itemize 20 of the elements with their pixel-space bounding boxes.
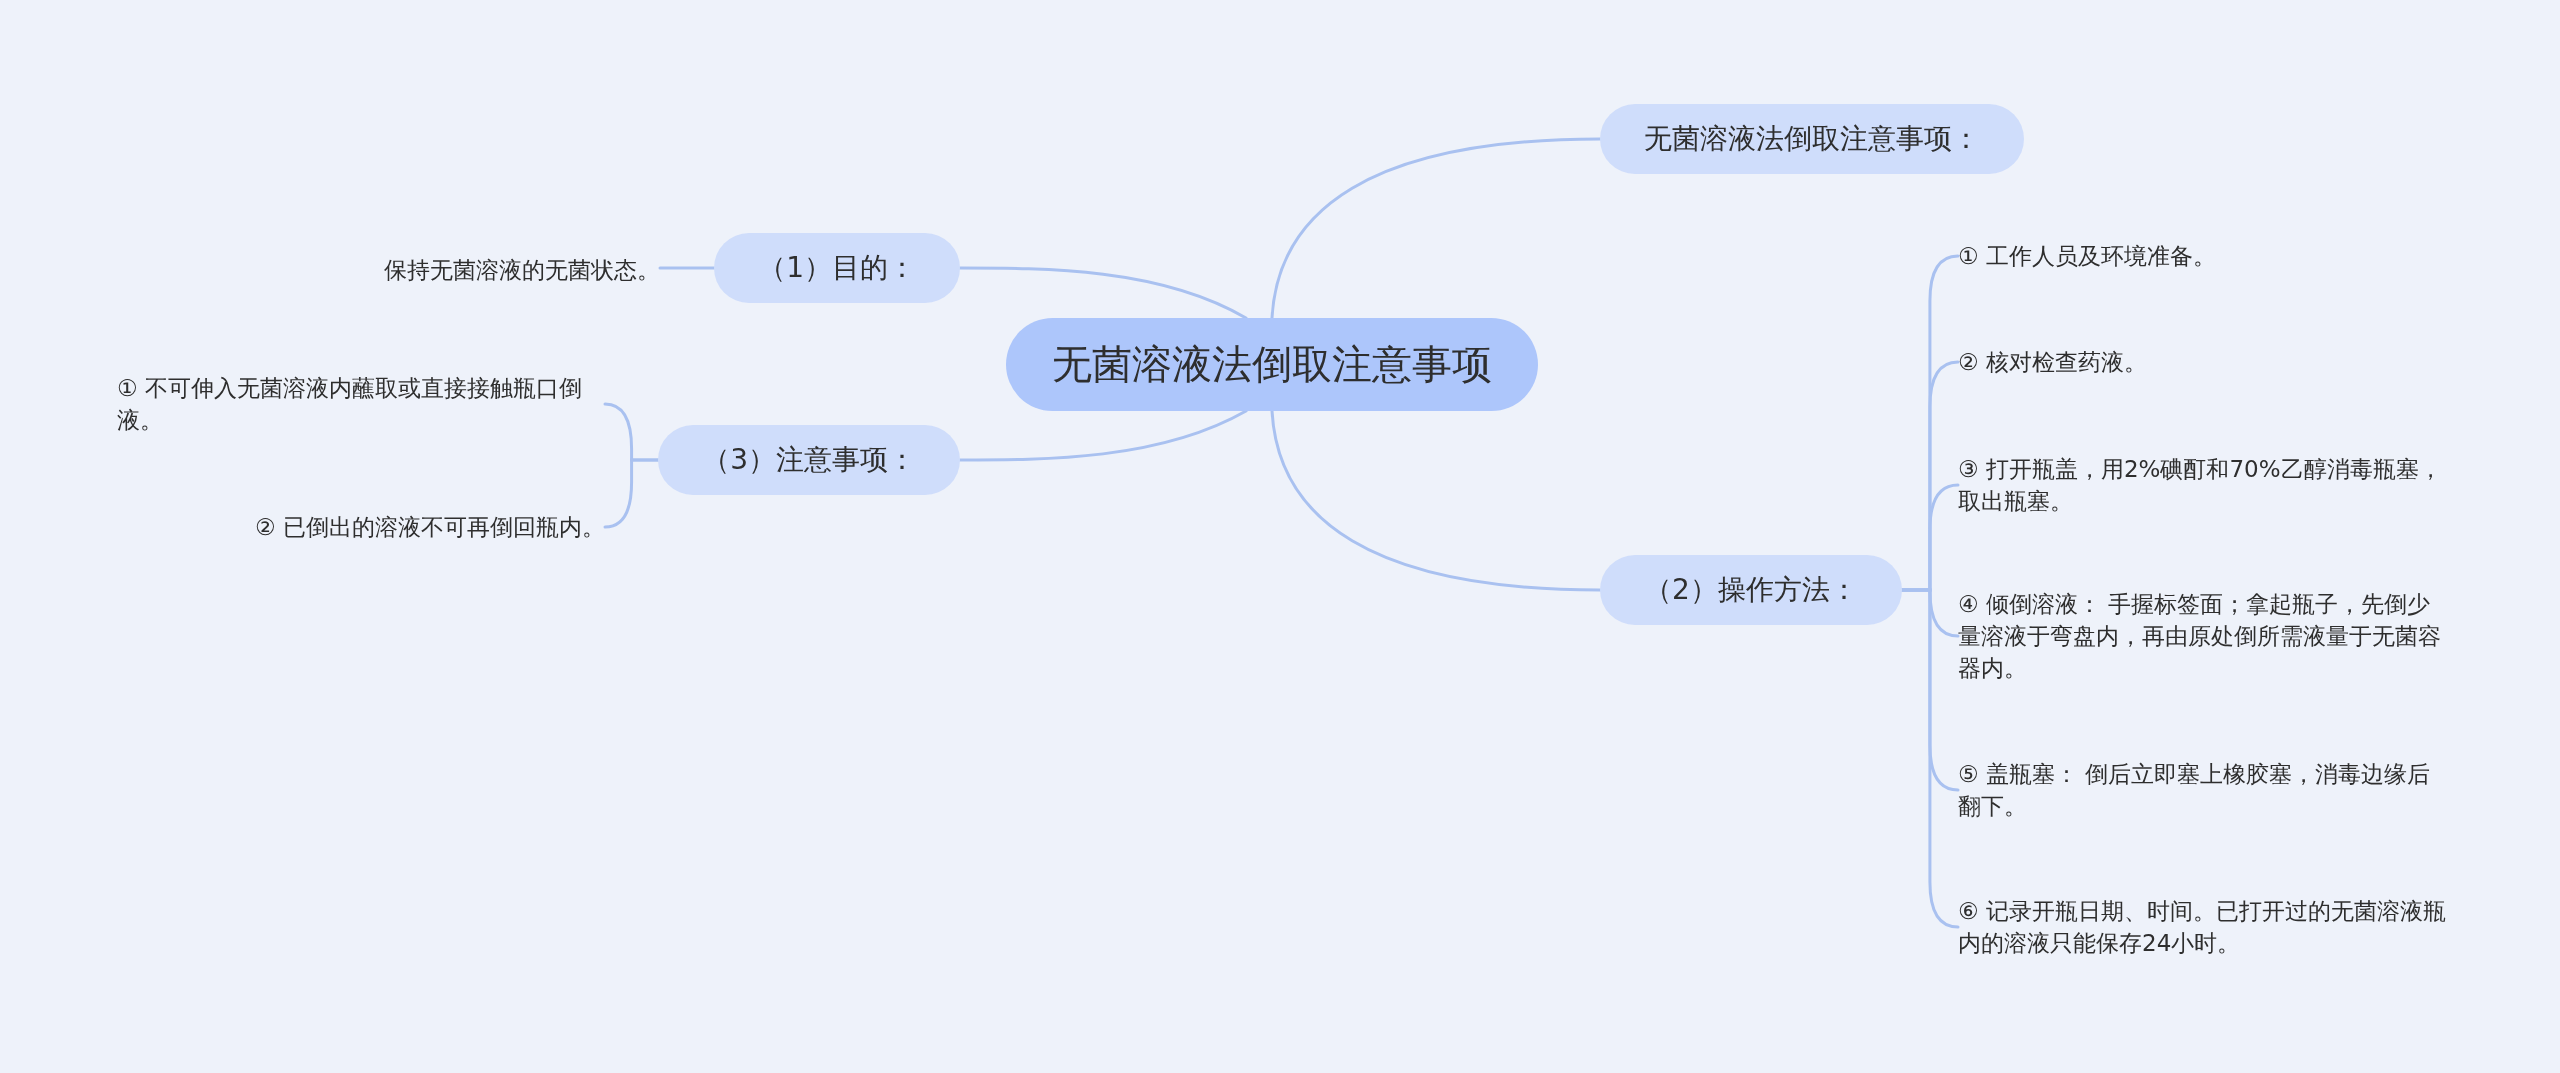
topic-pill: 无菌溶液法倒取注意事项： (1600, 104, 2024, 174)
branch-line (603, 458, 660, 529)
branch-line (958, 266, 1248, 320)
note-text: ③ 打开瓶盖，用2%碘酊和70%乙醇消毒瓶塞，取出瓶塞。 (1958, 453, 2446, 517)
note-text: 保持无菌溶液的无菌状态。 (384, 254, 660, 286)
branch-line (1270, 137, 1602, 320)
branch-line (958, 409, 1248, 462)
note-text: ⑥ 记录开瓶日期、时间。已打开过的无菌溶液瓶内的溶液只能保存24小时。 (1958, 895, 2446, 959)
note-text: ① 不可伸入无菌溶液内蘸取或直接接触瓶口倒液。 (117, 372, 605, 436)
note-text: ② 核对检查药液。 (1958, 346, 2147, 378)
note-text: ② 已倒出的溶液不可再倒回瓶内。 (255, 511, 605, 543)
topic-pill: （1）目的： (714, 233, 960, 303)
branch-line (1270, 409, 1602, 592)
note-text: ⑤ 盖瓶塞： 倒后立即塞上橡胶塞，消毒边缘后翻下。 (1958, 758, 2446, 822)
central-topic: 无菌溶液法倒取注意事项 (1006, 318, 1538, 411)
note-text: ① 工作人员及环境准备。 (1958, 240, 2216, 272)
topic-pill: （2）操作方法： (1600, 555, 1902, 625)
topic-pill: （3）注意事项： (658, 425, 960, 495)
note-text: ④ 倾倒溶液： 手握标签面；拿起瓶子，先倒少量溶液于弯盘内，再由原处倒所需液量于无菌容器内。 (1958, 588, 2446, 684)
branch-line (658, 266, 716, 270)
